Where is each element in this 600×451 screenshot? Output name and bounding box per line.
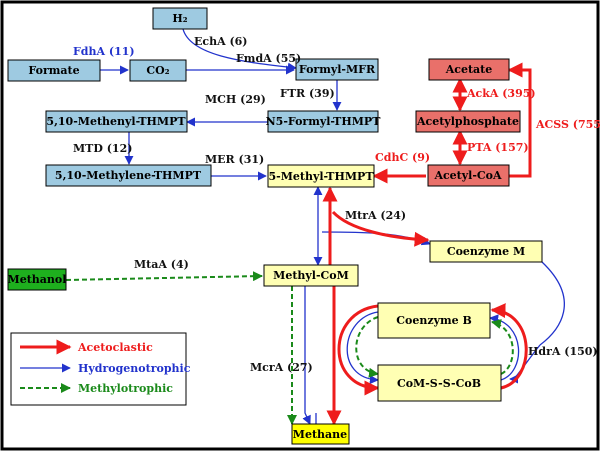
node-acetate: Acetate	[428, 58, 510, 81]
edge-cycle-red-left	[337, 304, 380, 396]
node-formyl-mfr: Formyl-MFR	[295, 58, 379, 81]
node-h2: H₂	[152, 7, 208, 30]
node-formyl-mfr-label: Formyl-MFR	[299, 63, 376, 76]
node-methylene-thmpt: 5,10-Methylene-THMPT	[45, 164, 212, 187]
node-formate-label: Formate	[28, 64, 79, 77]
node-co2-label: CO₂	[146, 64, 169, 77]
node-coenzyme-m-label: Coenzyme M	[447, 245, 525, 258]
node-methanol-label: Methanol	[8, 273, 67, 286]
node-methenyl-thmpt: 5,10-Methenyl-THMPT	[45, 110, 188, 133]
node-n5-formyl-thmpt: N5-Formyl-THMPT	[266, 110, 382, 133]
label-fmda: FmdA (55)	[236, 52, 301, 65]
label-mtaa: MtaA (4)	[134, 258, 189, 271]
label-acka: AckA (395)	[466, 87, 536, 100]
node-co2: CO₂	[129, 59, 187, 82]
edge-cycle-blue-left	[346, 311, 379, 385]
edge-mtra-red	[331, 210, 430, 247]
node-com-s-s-cob: CoM-S-S-CoB	[377, 364, 502, 402]
node-acetyl-coa: Acetyl-CoA	[427, 164, 510, 187]
edge-hdra-blue	[513, 261, 565, 380]
legend-box	[10, 332, 187, 406]
node-com-s-s-cob-label: CoM-S-S-CoB	[397, 377, 481, 390]
node-n5-formyl-label: N5-Formyl-THMPT	[266, 115, 382, 128]
node-methyl-thmpt-label: 5-Methyl-THMPT	[269, 170, 375, 183]
label-cdhc: CdhC (9)	[375, 151, 430, 164]
legend-hydrogenotrophic-label: Hydrogenotrophic	[78, 362, 191, 375]
node-methanol: Methanol	[7, 268, 67, 291]
label-mtd: MTD (12)	[73, 142, 132, 155]
node-methenyl-label: 5,10-Methenyl-THMPT	[46, 115, 186, 128]
node-coenzyme-m: Coenzyme M	[429, 240, 543, 263]
label-acss: ACSS (755)	[535, 118, 600, 131]
node-formate: Formate	[7, 59, 101, 82]
legend-acetoclastic-label: Acetoclastic	[77, 341, 153, 354]
node-h2-label: H₂	[172, 12, 187, 25]
node-methyl-com: Methyl-CoM	[263, 264, 359, 287]
label-fdha: FdhA (11)	[73, 45, 135, 58]
edge-methylcom-methane-blue	[302, 286, 311, 425]
node-acetylphosphate-label: Acetylphosphate	[416, 115, 519, 128]
node-acetyl-coa-label: Acetyl-CoA	[433, 169, 502, 182]
edge-cycle-red-right	[490, 303, 528, 390]
node-methane: Methane	[291, 423, 350, 445]
label-mer: MER (31)	[205, 153, 264, 166]
edge-acss	[507, 62, 532, 178]
label-mch: MCH (29)	[205, 93, 266, 106]
edge-h2-formyl	[182, 28, 297, 72]
edge-methanol-methylcom	[65, 271, 263, 282]
label-hdra: HdrA (150)	[528, 345, 598, 358]
node-acetate-label: Acetate	[445, 63, 493, 76]
label-echa: EchA (6)	[194, 35, 248, 48]
label-mtra: MtrA (24)	[345, 209, 406, 222]
label-pta: PTA (157)	[467, 141, 529, 154]
node-methyl-com-label: Methyl-CoM	[273, 269, 349, 282]
edge-cycle-green-left	[355, 316, 379, 378]
legend-methylotrophic-label: Methylotrophic	[78, 382, 173, 395]
node-methylene-label: 5,10-Methylene-THMPT	[55, 169, 202, 182]
legend: Acetoclastic Hydrogenotrophic Methylotro…	[10, 332, 191, 406]
label-mcra: McrA (27)	[250, 361, 313, 374]
node-acetylphosphate: Acetylphosphate	[415, 110, 521, 133]
node-coenzyme-b-label: Coenzyme B	[396, 314, 472, 327]
label-ftr: FTR (39)	[280, 87, 335, 100]
node-coenzyme-b: Coenzyme B	[377, 302, 491, 339]
node-methyl-thmpt: 5-Methyl-THMPT	[267, 164, 375, 188]
edge-cycle-green-right	[491, 319, 514, 375]
node-methane-label: Methane	[293, 428, 347, 441]
